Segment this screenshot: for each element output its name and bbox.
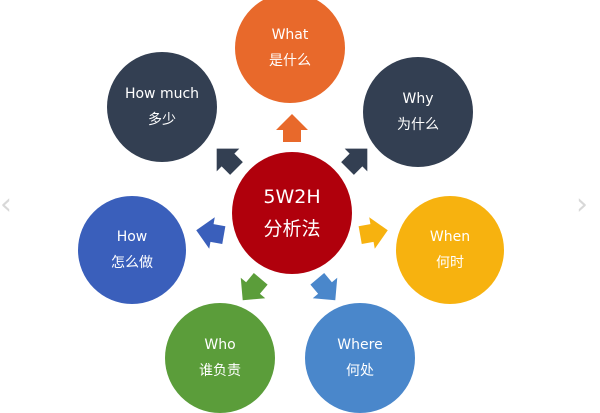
node-zh: 何处 xyxy=(346,363,374,379)
node-en: Where xyxy=(337,337,383,353)
node-zh: 为什么 xyxy=(397,117,439,133)
node-en: When xyxy=(429,229,471,245)
node-en: What xyxy=(271,27,309,43)
node-zh: 多少 xyxy=(148,112,176,128)
node-en: How xyxy=(116,229,148,245)
chevron-right-icon[interactable]: › xyxy=(576,187,588,222)
arrow-when xyxy=(357,214,391,251)
node-zh: 谁负责 xyxy=(199,363,241,379)
node-how: How 怎么做 xyxy=(78,196,186,304)
node-who: Who 谁负责 xyxy=(165,303,275,413)
node-why: Why 为什么 xyxy=(363,57,473,167)
node-where: Where 何处 xyxy=(305,303,415,413)
arrow-how xyxy=(193,214,227,251)
arrow-where xyxy=(305,268,348,311)
node-what: What 是什么 xyxy=(235,0,345,103)
arrow-who xyxy=(230,268,273,311)
node-zh: 何时 xyxy=(436,255,464,271)
arrow-how-much xyxy=(205,137,248,180)
arrow-what xyxy=(276,114,308,142)
node-en: Who xyxy=(204,337,236,353)
node-zh: 是什么 xyxy=(269,53,311,69)
node-when: When 何时 xyxy=(396,196,504,304)
center-subtitle: 分析法 xyxy=(263,218,321,240)
node-how-much: How much 多少 xyxy=(107,52,217,162)
chevron-left-icon[interactable]: ‹ xyxy=(0,187,12,222)
center-node: 5W2H 分析法 xyxy=(232,152,352,274)
node-en: How much xyxy=(124,86,200,102)
node-en: Why xyxy=(402,91,434,107)
center-title: 5W2H xyxy=(263,186,321,208)
node-zh: 怎么做 xyxy=(111,255,153,271)
